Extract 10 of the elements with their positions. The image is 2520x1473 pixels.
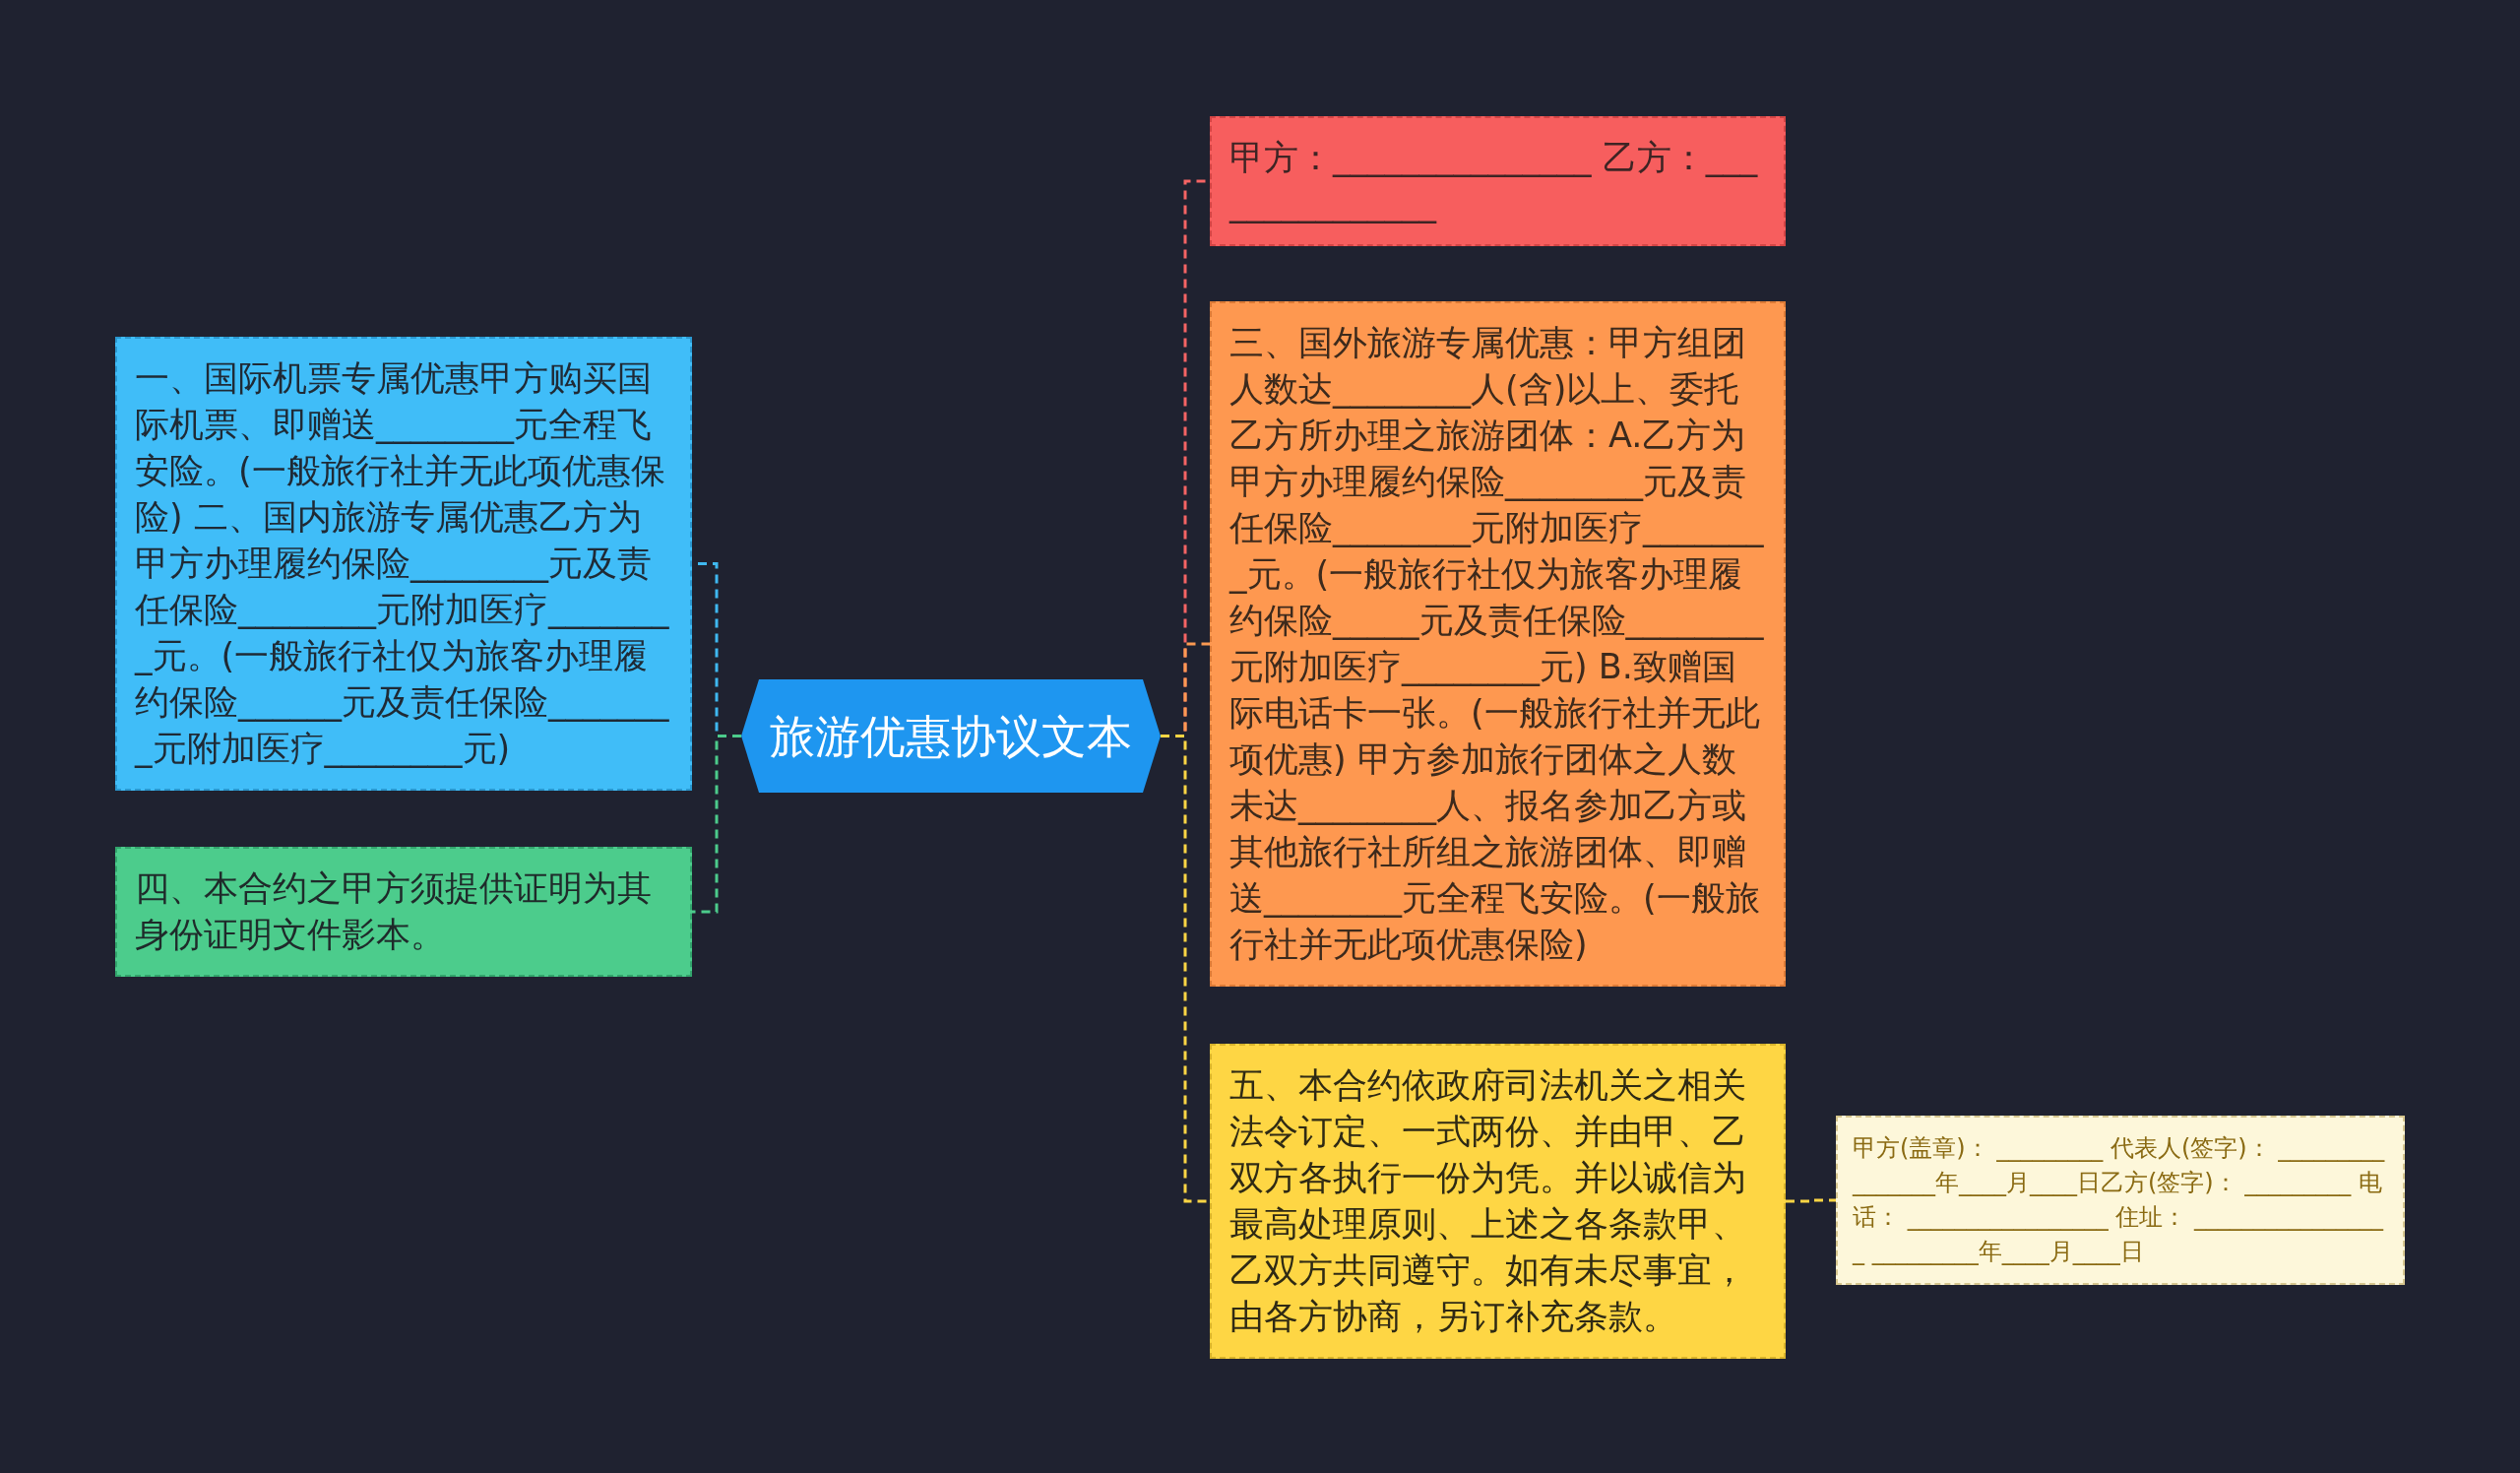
topic-box: 甲方(盖章)： _________ 代表人(签字)： ________________年____月____日乙方(签字)： _________ 电话： _________________ 住址： _________________ _________年____月____日 — [1836, 1116, 2405, 1285]
topic-box: 甲方：_______________ 乙方：_______________ — [1210, 116, 1786, 246]
topic-hexagon: 旅游优惠协议文本 — [741, 679, 1161, 793]
topic-box: 一、国际机票专属优惠甲方购买国际机票、即赠送________元全程飞安险。(一般旅行社并无此项优惠保险) 二、国内旅游专属优惠乙方为甲方办理履约保险________元及责任保险________元附加医疗________元。(一般旅行社仅为旅客办理履约保险______元及责任保险________元附加医疗________元) — [115, 337, 692, 791]
connector-line — [692, 735, 741, 914]
topic-box: 三、国外旅游专属优惠：甲方组团人数达________人(含)以上、委托乙方所办理之旅游团体：A.乙方为甲方办理履约保险________元及责任保险________元附加医疗________元。(一般旅行社仅为旅客办理履约保险_____元及责任保险________元附加医疗________元) B.致赠国际电话卡一张。(一般旅行社并无此项优惠) 甲方参加旅行团体之人数未达________人、报名参加乙方或其他旅行社所组之旅游团体、即赠送________元全程飞安险。(一般旅行社并无此项优惠保险) — [1210, 301, 1786, 987]
topic-box: 四、本合约之甲方须提供证明为其身份证明文件影本。 — [115, 847, 692, 977]
connector-line — [1786, 1198, 1836, 1203]
connector-line — [1161, 735, 1210, 1203]
topic-box: 五、本合约依政府司法机关之相关法令订定、一式两份、并由甲、乙双方各执行一份为凭。并以诚信为最高处理原则、上述之各条款甲、乙双方共同遵守。如有未尽事宜，由各方协商，另订补充条款。 — [1210, 1044, 1786, 1359]
